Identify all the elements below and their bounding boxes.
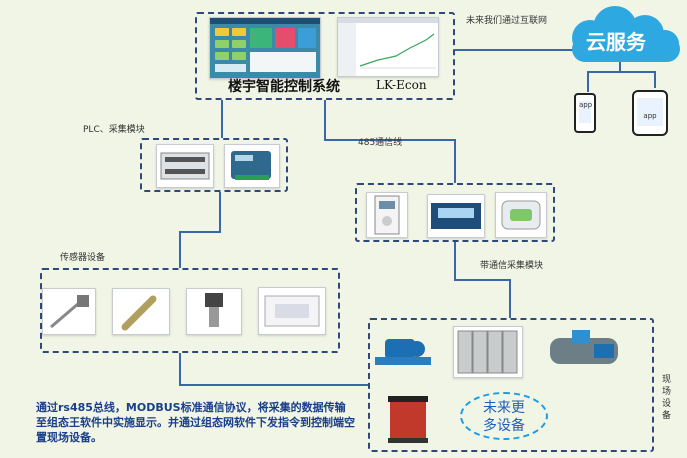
comm-module-box	[355, 183, 555, 242]
system-trend-screenshot	[337, 17, 439, 77]
water-pump-image	[371, 327, 435, 375]
system-title: 楼宇智能控制系统	[228, 79, 340, 95]
pressure-transmitter-image	[186, 288, 242, 335]
rs485-line-label: 485通信线	[358, 138, 403, 148]
internet-note: 未来我们通过互联网	[466, 16, 548, 26]
more-devices-line2: 多设备	[483, 418, 525, 434]
tablet-device-icon: app	[632, 90, 668, 136]
cloud-shape	[572, 6, 680, 62]
plc-label: PLC、采集模块	[83, 125, 145, 135]
phone-device-icon: app	[574, 93, 596, 133]
pressure-probe-image	[112, 288, 170, 335]
plc-device-image	[156, 144, 214, 188]
power-meter-image	[366, 192, 408, 238]
sensor-module-image	[495, 192, 547, 238]
description-text: 通过rs485总线，MODBUS标准通信协议，将采集的数据传输至组态王软件中实施…	[36, 401, 355, 444]
temperature-sensor-image	[42, 288, 96, 335]
tablet-app-label: app	[637, 98, 663, 126]
more-devices-line1: 未来更	[483, 400, 525, 416]
field-device-label: 现场设备	[662, 375, 672, 421]
sensor-box	[40, 268, 340, 353]
system-dashboard-screenshot	[209, 17, 321, 79]
phone-app-label: app	[579, 101, 592, 123]
collector-module-image	[224, 144, 280, 188]
system-code: LK-Econ	[376, 78, 427, 92]
chiller-image	[544, 324, 624, 376]
field-device-box	[368, 318, 654, 452]
switchgear-image	[453, 326, 523, 378]
plc-module-box	[140, 138, 288, 192]
transformer-image	[384, 390, 432, 446]
sensor-label: 传感器设备	[60, 253, 106, 263]
comm-module-label: 带通信采集模块	[480, 261, 544, 271]
display-controller-image	[427, 194, 485, 238]
current-transformer-image	[258, 287, 326, 335]
cloud-service-label: 云服务	[586, 30, 646, 54]
control-system-box	[195, 12, 455, 100]
more-devices-bubble: 未来更 多设备	[460, 392, 548, 440]
